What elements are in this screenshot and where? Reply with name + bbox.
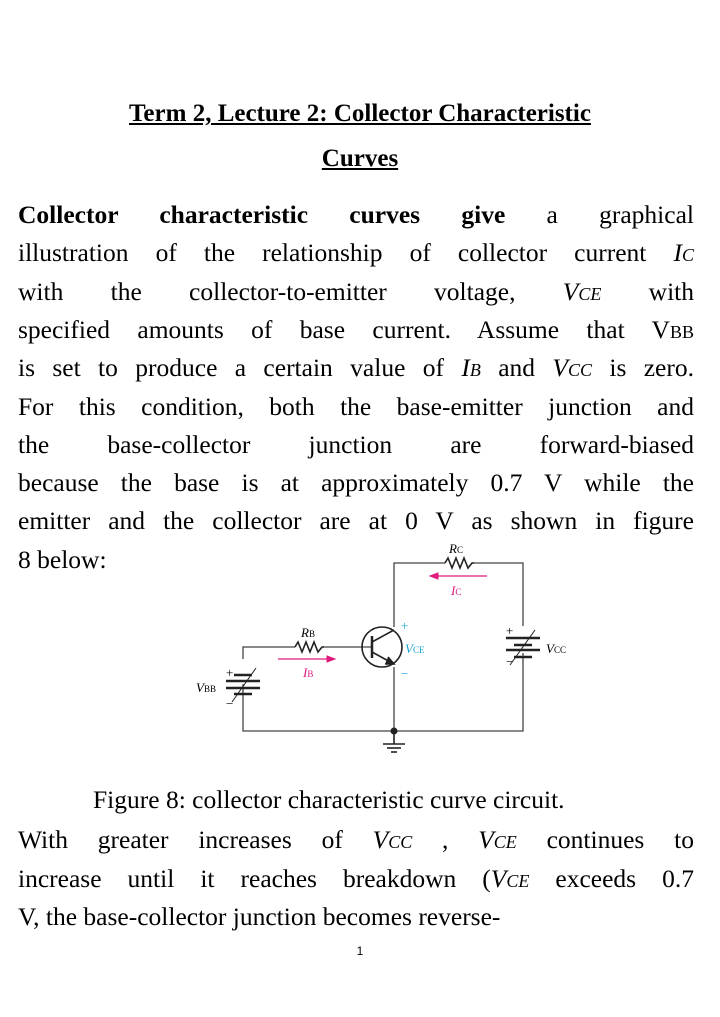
- text-segment: I: [673, 238, 682, 268]
- text-segment: V: [372, 825, 389, 854]
- text-segment: with: [601, 276, 694, 306]
- page-title-line-1: Term 2, Lecture 2: Collector Characteris…: [129, 100, 591, 127]
- text-segment: specified amounts of base current. Assum…: [18, 314, 670, 344]
- label-vbb-plus: +: [226, 665, 233, 680]
- text-line: with the collector-to-emitter voltage, V…: [18, 277, 694, 309]
- text-segment: is set to produce a certain value of: [18, 353, 462, 383]
- text-line: because the base is at approximately 0.7…: [18, 468, 694, 498]
- label-rb: RB: [300, 625, 315, 640]
- resistor-rc: [444, 555, 474, 571]
- text-segment: the base-collector junction are forward-…: [18, 429, 694, 459]
- text-line: increase until it reaches breakdown (VCE…: [18, 864, 694, 896]
- label-vce: VCE: [405, 641, 425, 656]
- text-line: For this condition, both the base-emitte…: [18, 392, 694, 422]
- text-segment: CE: [578, 283, 602, 304]
- text-segment: C: [681, 245, 694, 266]
- text-segment: CC: [388, 832, 413, 852]
- text-segment: CC: [567, 360, 592, 381]
- text-segment: and: [480, 353, 553, 383]
- text-segment: ,: [412, 825, 479, 854]
- text-segment: increase until it reaches breakdown (: [18, 863, 491, 893]
- label-vcc-minus: −: [506, 654, 513, 669]
- text-segment: continues to: [516, 825, 694, 854]
- text-segment: 8 below:: [18, 544, 107, 574]
- text-segment: because the base is at approximately 0.7…: [18, 468, 694, 498]
- ground-icon: [383, 731, 405, 753]
- battery-vbb: [226, 667, 260, 703]
- text-line: the base-collector junction are forward-…: [18, 430, 694, 460]
- text-line: emitter and the collector are at 0 V as …: [18, 506, 694, 536]
- text-segment: with the collector-to-emitter voltage,: [18, 276, 563, 306]
- figure-caption: Figure 8: collector characteristic curve…: [93, 785, 565, 814]
- text-segment: V: [562, 276, 579, 306]
- text-segment: illustration of the relationship of coll…: [18, 238, 674, 268]
- page-title-line-2: Curves: [321, 145, 399, 172]
- text-segment: V: [490, 863, 507, 893]
- text-segment: emitter and the collector are at 0 V as …: [18, 506, 694, 536]
- label-ic: IC: [450, 583, 461, 598]
- label-vcc: VCC: [546, 641, 566, 656]
- text-segment: With greater increases of: [18, 825, 373, 854]
- text-line: With greater increases of VCC , VCE cont…: [18, 825, 694, 857]
- current-arrows: [278, 572, 487, 663]
- page-number: 1: [356, 944, 364, 958]
- text-segment: BB: [669, 321, 694, 342]
- label-ib: IB: [302, 665, 313, 680]
- label-rc: RC: [448, 541, 463, 556]
- text-line: is set to produce a certain value of IB …: [18, 353, 694, 385]
- text-segment: V: [552, 353, 568, 383]
- text-segment: For this condition, both the base-emitte…: [18, 391, 694, 421]
- battery-vcc: [506, 629, 540, 666]
- text-segment: B: [469, 360, 481, 381]
- text-segment: is zero.: [592, 353, 694, 383]
- text-line: Collector characteristic curves give a g…: [18, 200, 694, 230]
- text-line: illustration of the relationship of coll…: [18, 238, 694, 270]
- label-vce-minus: −: [401, 666, 408, 681]
- text-line: 8 below:: [18, 545, 694, 575]
- text-segment: CE: [506, 870, 530, 891]
- text-segment: V, the base-collector junction becomes r…: [18, 902, 501, 931]
- resistor-rb: [294, 639, 324, 655]
- text-segment: exceeds 0.7: [529, 863, 694, 893]
- label-vcc-plus: +: [506, 623, 513, 638]
- label-vbb-minus: −: [226, 696, 233, 711]
- text-line: V, the base-collector junction becomes r…: [18, 902, 694, 932]
- text-segment: Collector characteristic curves give: [18, 200, 506, 229]
- text-segment: I: [461, 353, 470, 383]
- text-segment: V: [478, 825, 494, 854]
- circuit-wires: [242, 562, 524, 732]
- text-segment: CE: [493, 832, 517, 852]
- transistor-symbol: [361, 626, 403, 668]
- label-vbb: VBB: [196, 680, 216, 695]
- label-vce-plus: +: [401, 618, 408, 633]
- text-line: specified amounts of base current. Assum…: [18, 315, 694, 347]
- text-segment: a graphical: [505, 200, 694, 229]
